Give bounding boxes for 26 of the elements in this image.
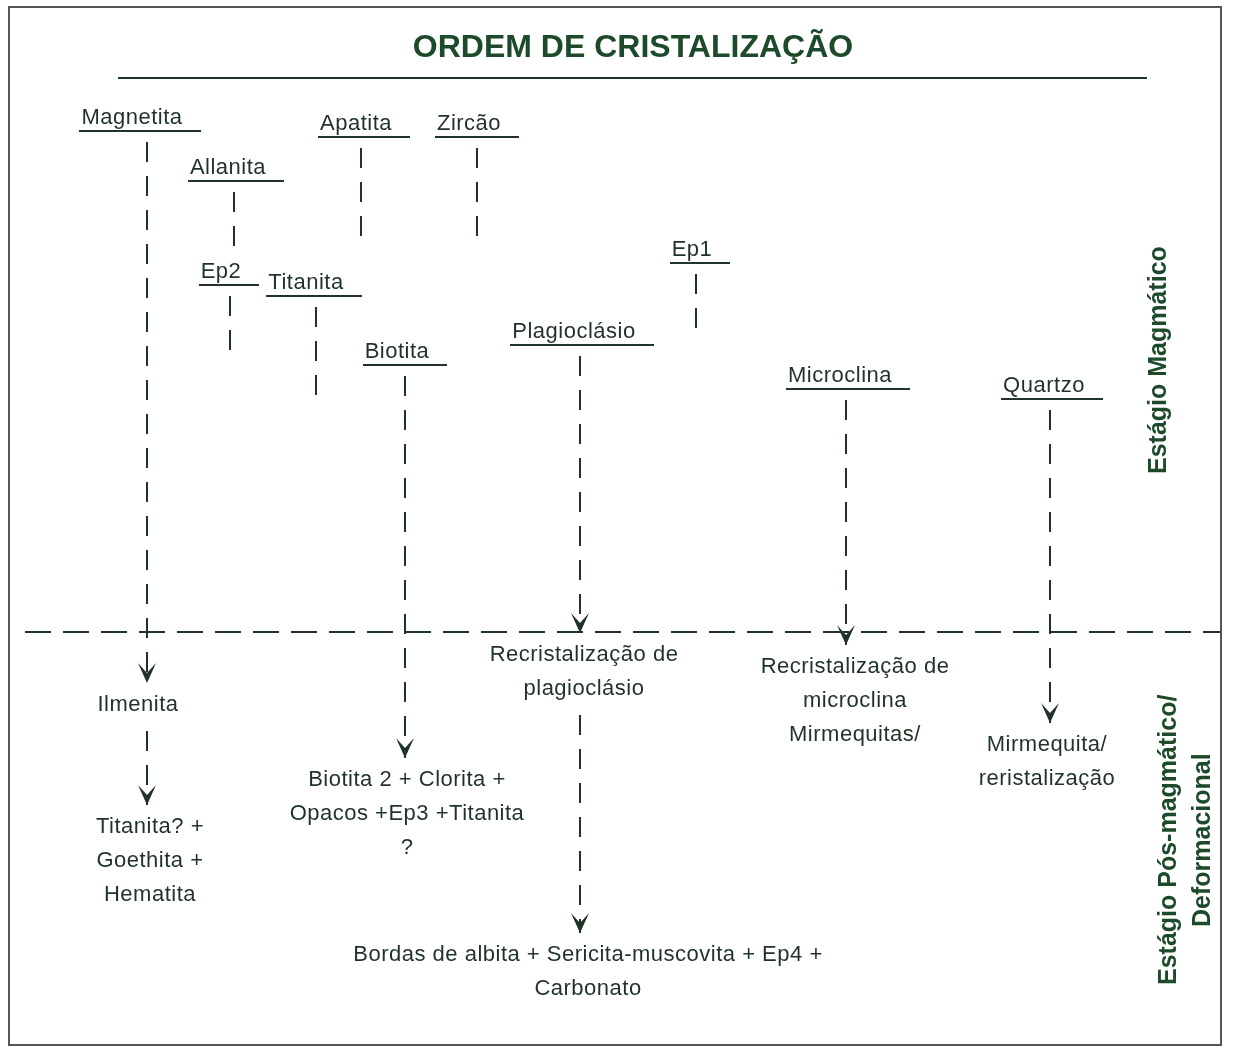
mineral-assemblage: Recristalização de plagioclásio: [454, 637, 714, 705]
dashed-arrow: [396, 375, 414, 759]
mineral-name: Zircão: [434, 110, 520, 138]
mineral-assemblage: Biotita 2 + Clorita + Opacos +Ep3 +Titanita ?: [282, 762, 532, 864]
dashed-arrow: [138, 730, 156, 806]
mineral-name: Microclina: [786, 362, 910, 390]
mineral-assemblage: Titanita? + Goethita + Hematita: [50, 809, 250, 911]
dashed-arrow: [1041, 409, 1059, 724]
mineral-assemblage: Bordas de albita + Sericita-muscovita + Ep4 + Carbonato: [338, 937, 838, 1005]
mineral-name: Allanita: [187, 154, 285, 182]
mineral-name: Plagioclásio: [510, 318, 654, 346]
mineral-name: Apatita: [318, 110, 410, 138]
dashed-arrow: [837, 399, 855, 646]
dashed-arrow: [138, 141, 156, 684]
mineral-name: Magnetita: [79, 104, 201, 132]
title: ORDEM DE CRISTALIZAÇÃO: [411, 28, 855, 65]
mineral-name: Ep2: [198, 258, 260, 286]
stage-label: Estágio Magmático: [1142, 245, 1172, 476]
dashed-arrow: [571, 714, 589, 934]
mineral-assemblage: Ilmenita: [63, 687, 213, 721]
mineral-name: Biotita: [362, 338, 448, 366]
mineral-name: Titanita: [266, 269, 362, 297]
mineral-name: Ep1: [669, 236, 731, 264]
dashed-arrow: [571, 355, 589, 634]
stage-label: Estágio Pós-magmático/ Deformacional: [1152, 693, 1216, 988]
mineral-name: Quartzo: [1001, 372, 1103, 400]
